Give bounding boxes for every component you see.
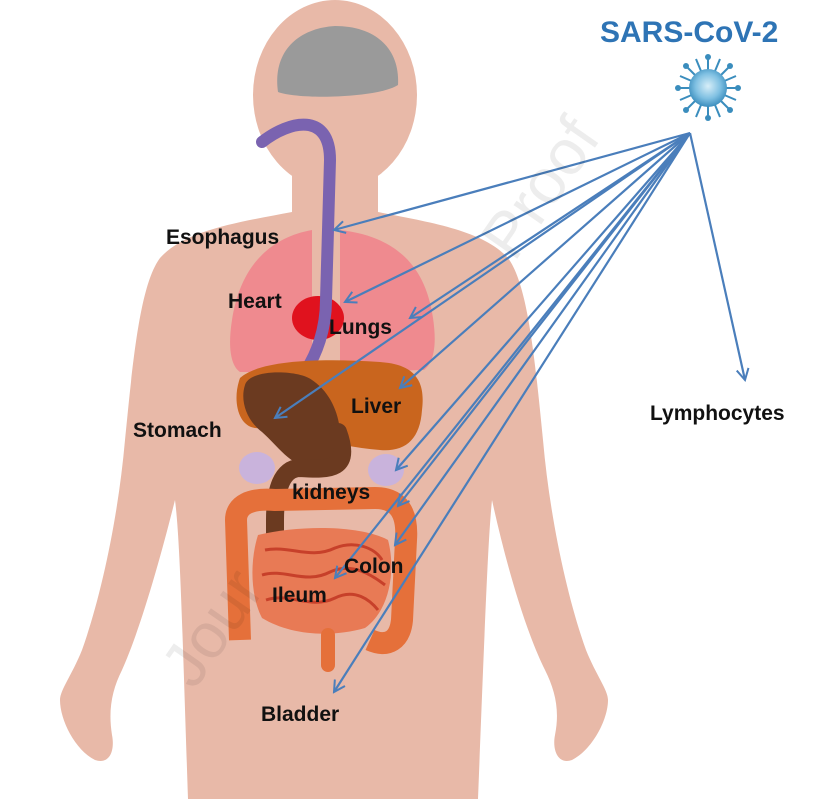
label-heart: Heart bbox=[228, 291, 282, 312]
arrow-to-lymphocytes bbox=[690, 133, 745, 380]
label-kidneys: kidneys bbox=[292, 482, 370, 503]
label-stomach: Stomach bbox=[133, 420, 222, 441]
label-liver: Liver bbox=[351, 396, 401, 417]
label-ileum: Ileum bbox=[272, 585, 327, 606]
label-esophagus: Esophagus bbox=[166, 227, 279, 248]
left-kidney bbox=[239, 452, 275, 484]
ileum-shape bbox=[252, 528, 391, 634]
virus-title: SARS-CoV-2 bbox=[600, 18, 778, 48]
label-lymphocytes: Lymphocytes bbox=[650, 403, 785, 424]
virus-icon bbox=[675, 54, 741, 121]
label-colon: Colon bbox=[344, 556, 403, 577]
right-kidney bbox=[368, 454, 404, 486]
label-bladder: Bladder bbox=[261, 704, 339, 725]
label-lungs: Lungs bbox=[329, 317, 392, 338]
